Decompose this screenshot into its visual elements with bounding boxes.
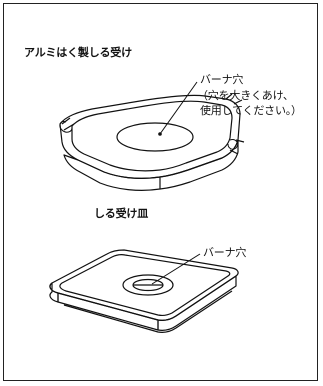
top-title: アルミはく製しる受け	[24, 46, 132, 59]
note-line-2: 使用してください。）	[200, 104, 302, 117]
drip-pan-drawing	[49, 249, 239, 333]
foil-tray-drawing	[59, 81, 245, 191]
figure-frame	[3, 3, 318, 381]
bottom-title: しる受け皿	[94, 207, 148, 220]
burner-hole-label-top: バーナ穴	[200, 73, 244, 86]
burner-hole-label-bottom: バーナ穴	[203, 246, 247, 259]
